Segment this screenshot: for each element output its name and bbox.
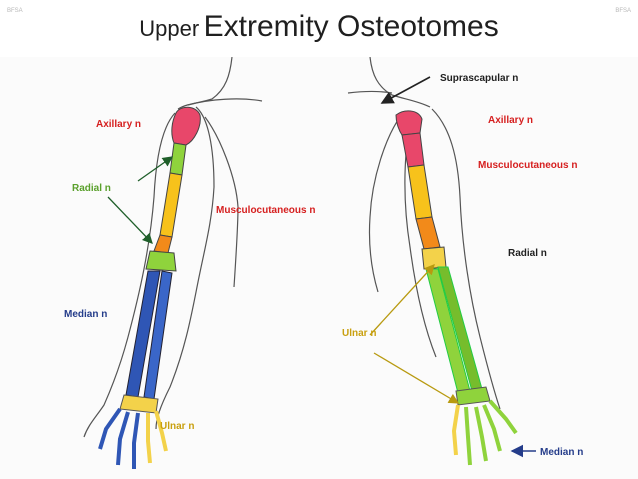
- left-arm-outline: [83, 57, 263, 438]
- left-elbow: [145, 250, 177, 272]
- annotation-arrows: [107, 76, 536, 458]
- right-hand: [451, 386, 518, 466]
- title-main: Extremity Osteotomes: [203, 10, 499, 43]
- corner-mark-left: BFSA: [7, 8, 23, 14]
- left-finger-4: [146, 413, 152, 464]
- left-humerus-radial-zone: [169, 142, 187, 176]
- label-right-suprascapular: Suprascapular n: [440, 73, 518, 84]
- label-left-ulnar: Ulnar n: [160, 421, 194, 432]
- arrow-suprascapular: [380, 76, 431, 104]
- label-left-median: Median n: [64, 309, 107, 320]
- left-humerus-bone: [145, 106, 201, 272]
- left-humerus-axillary-zone: [171, 106, 201, 146]
- label-left-radial: Radial n: [72, 183, 111, 194]
- right-forearm: [425, 266, 483, 394]
- left-arm-figure: [83, 57, 263, 469]
- left-forearm: [125, 270, 173, 400]
- title-prefix: Upper: [139, 16, 200, 41]
- label-right-axillary: Axillary n: [488, 115, 533, 126]
- right-finger-2: [464, 406, 472, 466]
- label-left-musculocutaneous: Musculocutaneous n: [216, 205, 315, 216]
- right-finger-3: [474, 406, 488, 462]
- right-humerus-supra-zone: [395, 110, 423, 136]
- arrow-ulnar-right-2: [373, 352, 460, 404]
- left-finger-3: [132, 412, 140, 469]
- illustration-panel: [0, 57, 638, 479]
- label-left-axillary: Axillary n: [96, 119, 141, 130]
- left-finger-1: [98, 407, 122, 450]
- right-humerus-bone: [395, 110, 447, 270]
- osteotome-diagram: Axillary n Radial n Musculocutaneous n M…: [64, 57, 583, 469]
- left-finger-5: [154, 410, 168, 452]
- slide-title: Upper Extremity Osteotomes: [0, 10, 638, 44]
- arrow-ulnar-right-1: [369, 264, 435, 336]
- right-humerus-musculo-zone: [407, 164, 433, 220]
- right-finger-1: [451, 404, 460, 456]
- arrow-radial-left-2: [107, 196, 153, 244]
- right-finger-4: [482, 404, 502, 452]
- left-humerus-musculo-zone: [159, 172, 183, 238]
- right-humerus-lower: [415, 216, 441, 250]
- right-finger-5: [488, 399, 518, 435]
- left-hand: [98, 394, 168, 469]
- left-humerus-musculo-lower: [153, 234, 173, 254]
- right-arm-figure: [347, 57, 518, 466]
- label-right-ulnar: Ulnar n: [342, 328, 376, 339]
- corner-mark-right: BFSA: [615, 8, 631, 14]
- left-finger-2: [116, 411, 130, 466]
- label-right-musculocutaneous: Musculocutaneous n: [478, 160, 577, 171]
- label-right-radial: Radial n: [508, 248, 547, 259]
- arrow-radial-left: [137, 156, 174, 182]
- label-right-median: Median n: [540, 447, 583, 458]
